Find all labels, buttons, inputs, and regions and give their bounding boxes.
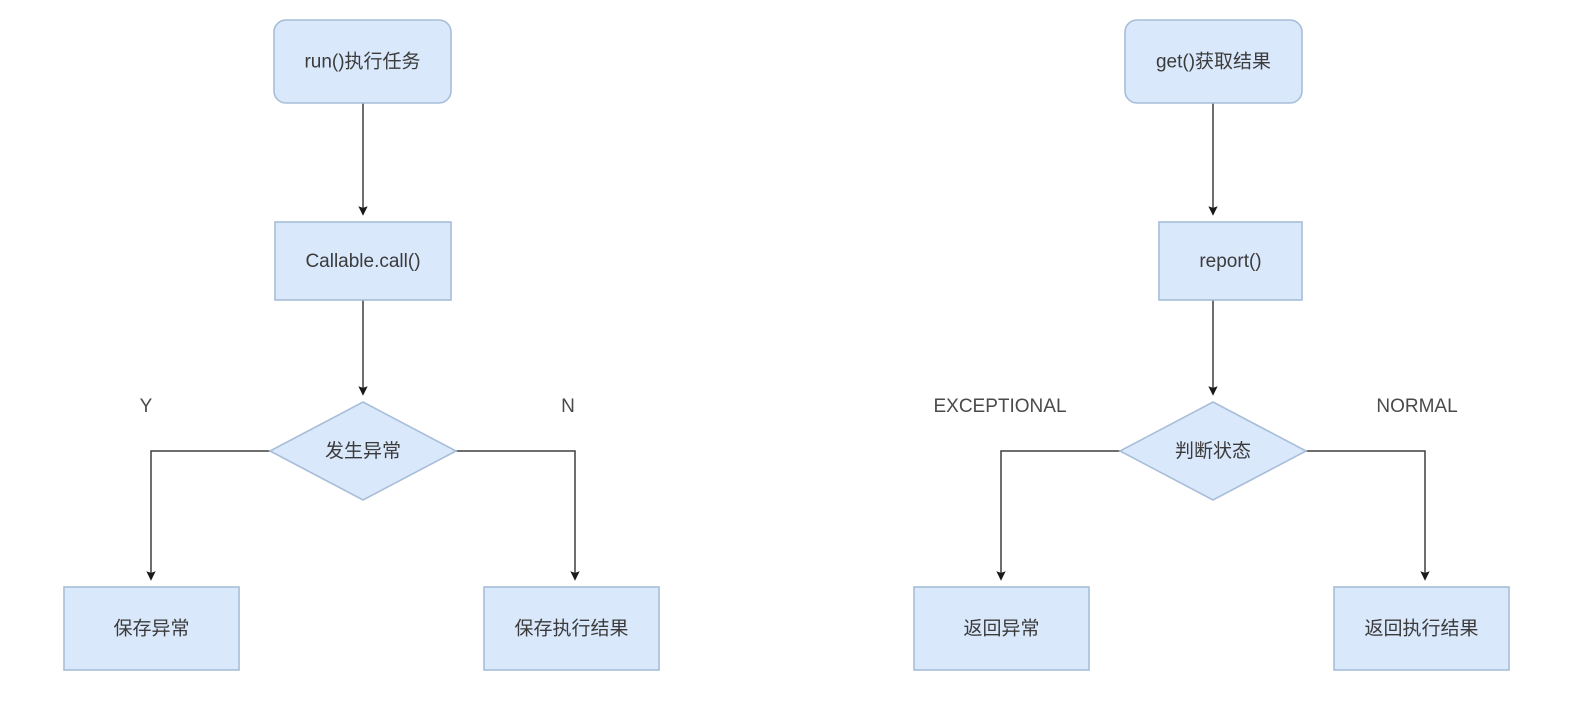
node-return-exception[interactable]: 返回异常 [913,586,1090,671]
node-shape-save-result [483,586,660,671]
node-label-run: run()执行任务 [304,51,420,73]
node-shape-report [1158,221,1303,301]
node-shape-call [274,221,452,301]
edge-labels-layer: Y N EXCEPTIONAL NORMAL [140,396,1458,417]
node-label-return-exception: 返回异常 [963,618,1039,640]
edge-decision-to-save-result [456,450,580,581]
edge-state-to-return-result [1306,450,1430,581]
edge-label-e7: EXCEPTIONAL [933,396,1066,417]
node-label-call: Callable.call() [305,251,420,272]
edges-layer [146,103,1430,581]
node-label-return-result: 返回执行结果 [1364,618,1478,640]
node-label-report: report() [1199,251,1261,272]
edge-label-e3: Y [140,396,153,417]
node-label-get: get()获取结果 [1156,51,1271,73]
node-get[interactable]: get()获取结果 [1124,19,1303,104]
node-shape-decision [268,401,458,501]
edge-label-e4: N [561,396,575,417]
node-shape-return-exception [913,586,1090,671]
edge-state-to-return-exception [996,450,1120,581]
node-save-exception[interactable]: 保存异常 [63,586,240,671]
node-save-result[interactable]: 保存执行结果 [483,586,660,671]
node-run[interactable]: run()执行任务 [273,19,452,104]
node-shape-run [273,19,452,104]
edge-label-e8: NORMAL [1376,396,1457,417]
edge-decision-to-save-exception [146,450,270,581]
node-call[interactable]: Callable.call() [274,221,452,301]
node-decision[interactable]: 发生异常 [268,401,458,501]
node-shape-state [1118,401,1308,501]
node-shape-save-exception [63,586,240,671]
node-state[interactable]: 判断状态 [1118,401,1308,501]
node-report[interactable]: report() [1158,221,1303,301]
node-shape-return-result [1333,586,1510,671]
node-label-state: 判断状态 [1175,440,1251,462]
node-label-save-exception: 保存异常 [113,618,189,640]
node-return-result[interactable]: 返回执行结果 [1333,586,1510,671]
node-label-decision: 发生异常 [325,440,401,462]
node-shape-get [1124,19,1303,104]
node-label-save-result: 保存执行结果 [514,618,628,640]
